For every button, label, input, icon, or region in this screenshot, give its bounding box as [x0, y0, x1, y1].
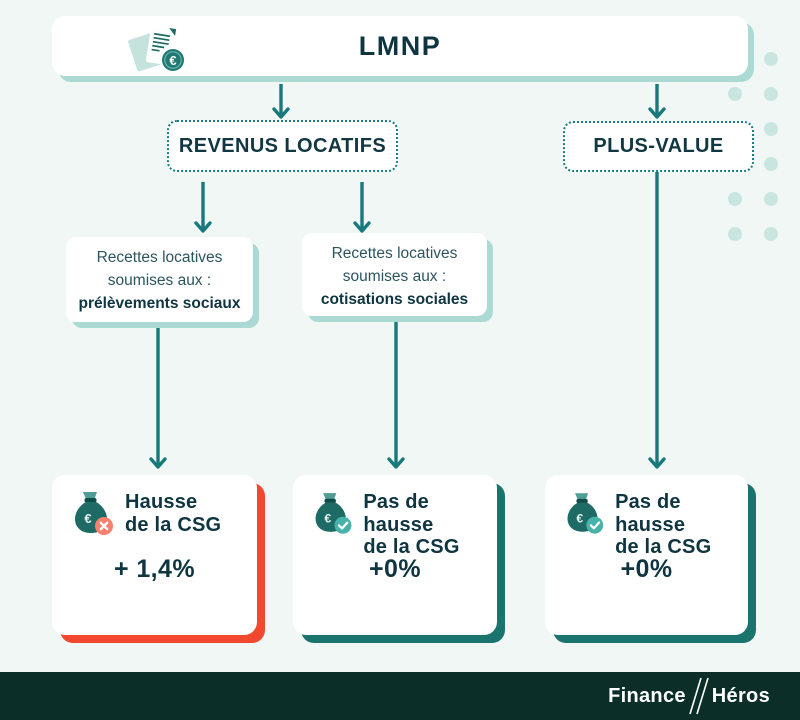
result-title-line: Pas de hausse [363, 491, 434, 536]
money-bag-cross-icon: € [75, 492, 113, 535]
down-arrow [194, 182, 212, 233]
brand-word-first: Finance [608, 684, 686, 707]
documents-euro-icon: € [128, 25, 184, 72]
condition-text: soumises aux : [342, 268, 447, 285]
down-arrow [272, 84, 290, 119]
result-card-pas-de-hausse-1: € Pas de hausse de la CSG +0% [293, 475, 497, 635]
svg-text:€: € [576, 511, 583, 525]
svg-text:€: € [169, 53, 176, 68]
double-slash-icon [689, 677, 709, 715]
branch-plus-value: PLUS-VALUE [563, 121, 754, 172]
result-value: +0% [620, 555, 673, 583]
result-title-line: de la CSG [125, 513, 222, 536]
condition-card-prelevements: Recettes locatives soumises aux : prélèv… [66, 237, 253, 322]
lmnp-card: € LMNP [52, 16, 748, 76]
result-title-line: Hausse [125, 491, 198, 513]
money-bag-check-icon: € [315, 493, 352, 534]
branch-label: REVENUS LOCATIFS [178, 134, 387, 157]
result-title-line: Pas de hausse [615, 491, 686, 536]
result-title-line: de la CSG [615, 536, 712, 559]
condition-emphasis: prélèvements sociaux [78, 295, 241, 312]
footer-bar: Finance Héros [0, 672, 800, 720]
branch-revenus-locatifs: REVENUS LOCATIFS [167, 120, 398, 172]
condition-emphasis: cotisations sociales [320, 291, 469, 308]
result-title-line: de la CSG [363, 536, 460, 559]
down-arrow [353, 182, 371, 233]
result-title: Pas de hausse de la CSG [615, 488, 748, 559]
money-bag-check-icon: € [567, 493, 604, 534]
svg-text:€: € [84, 511, 91, 526]
result-title: Hausse de la CSG [125, 488, 221, 536]
result-title: Pas de hausse de la CSG [363, 488, 497, 559]
branch-label: PLUS-VALUE [593, 135, 724, 157]
condition-text: soumises aux : [107, 272, 212, 289]
brand-word-second: Héros [711, 684, 770, 707]
condition-card-cotisations: Recettes locatives soumises aux : cotisa… [302, 233, 487, 316]
result-card-hausse: € Hausse de la CSG + 1,4% [52, 475, 257, 635]
finance-heros-logo: Finance Héros [608, 672, 770, 720]
down-arrow [648, 84, 666, 119]
result-value: +0% [369, 555, 421, 583]
result-value: + 1,4% [114, 555, 195, 583]
down-arrow [648, 170, 666, 469]
svg-text:€: € [324, 511, 331, 525]
down-arrow [149, 327, 167, 469]
result-card-pas-de-hausse-2: € Pas de hausse de la CSG +0% [545, 475, 748, 635]
down-arrow [387, 320, 405, 469]
condition-text: Recettes locatives [331, 245, 458, 262]
condition-text: Recettes locatives [96, 249, 223, 266]
root-title: LMNP [358, 30, 442, 61]
